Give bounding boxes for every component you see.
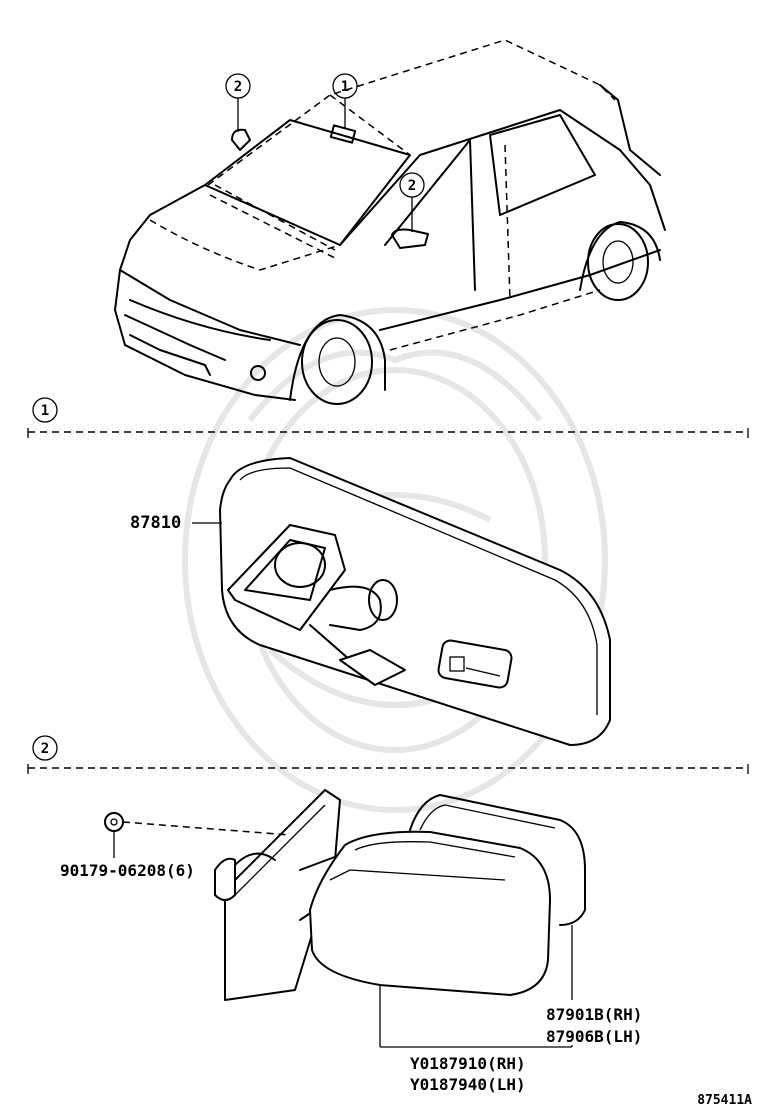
outer-mirror-assembly	[214, 789, 586, 1001]
callout-inner-mirror-marker: 1	[332, 73, 358, 128]
section-number: 2	[41, 741, 49, 757]
part-label-mirror-assembly: Y0187910(RH) Y0187940(LH)	[379, 985, 573, 1094]
section-2-header: 2	[27, 735, 749, 774]
callout-label: 1	[341, 79, 349, 95]
part-label-inner-mirror: 87810	[130, 513, 222, 533]
part-number-87906b: 87906B(LH)	[546, 1027, 642, 1046]
callout-outer-mirror-marker-left: 2	[225, 73, 251, 132]
section-1-header: 1	[27, 397, 749, 438]
screw-part: 90179-06208(6)	[60, 812, 291, 880]
figure-id: 875411A	[697, 1093, 752, 1108]
part-number-y0187940: Y0187940(LH)	[410, 1075, 526, 1094]
part-number-87901b: 87901B(RH)	[546, 1005, 642, 1024]
inner-rearview-mirror	[219, 457, 611, 746]
vehicle-illustration	[114, 39, 666, 405]
callout-label: 2	[234, 79, 242, 95]
part-label-outer-mirror: 87901B(RH) 87906B(LH)	[546, 925, 642, 1046]
part-number-87810: 87810	[130, 513, 181, 533]
part-number-y0187910: Y0187910(RH)	[410, 1054, 526, 1073]
callout-outer-mirror-marker-right: 2	[399, 172, 425, 232]
callout-label: 2	[408, 178, 416, 194]
part-number-screw: 90179-06208(6)	[60, 861, 195, 880]
section-number: 1	[41, 403, 49, 419]
